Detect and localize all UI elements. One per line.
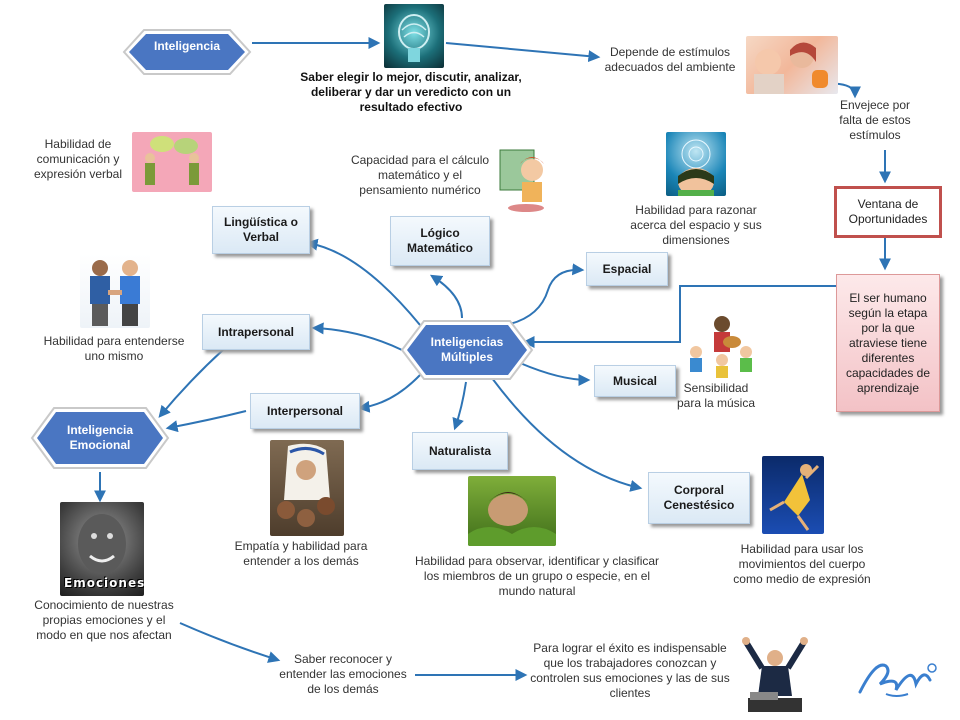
- arrow-intrapersonal-to-emocional: [158, 348, 225, 418]
- calculo-text: Capacidad para el cálculo matemático y e…: [350, 153, 490, 197]
- brain-image: [384, 4, 444, 68]
- node-ventana-oportunidades: Ventana de Oportunidades: [834, 186, 942, 238]
- businessman-image: [738, 636, 812, 718]
- children-music-image: [684, 312, 758, 378]
- hexagon-shape: [400, 320, 534, 380]
- depende-text: Depende de estímulos adecuados del ambie…: [604, 45, 736, 74]
- talking-people-image: [132, 132, 212, 192]
- node-linguistica: Lingüística o Verbal: [212, 206, 310, 254]
- node-intrapersonal: Intrapersonal: [202, 314, 310, 350]
- arrow-to-naturalista: [452, 381, 467, 431]
- node-musical: Musical: [594, 365, 676, 397]
- emociones-face-image: Emociones: [60, 502, 144, 596]
- node-naturalista: Naturalista: [412, 432, 508, 470]
- node-ser-humano: El ser humano según la etapa por la que …: [836, 274, 940, 412]
- inteligencia-label: Inteligencia: [153, 38, 221, 53]
- node-espacial: Espacial: [586, 252, 668, 286]
- comunicacion-text: Habilidad de comunicación y expresión ve…: [33, 137, 123, 181]
- razonar-text: Habilidad para razonar acerca del espaci…: [630, 203, 762, 247]
- arrow-to-intrapersonal: [311, 322, 403, 351]
- exito-text: Para lograr el éxito es indispensable qu…: [530, 641, 730, 700]
- arrow-serhumano-to-multiples: [522, 285, 836, 348]
- node-logico-matematico: Lógico Matemático: [390, 216, 490, 266]
- arrow-to-corporal: [491, 377, 643, 492]
- node-interpersonal: Interpersonal: [250, 393, 360, 429]
- mother-teresa-image: [270, 440, 344, 536]
- conocimiento-text: Conocimiento de nuestras propias emocion…: [34, 598, 174, 642]
- definicion-text: Saber elegir lo mejor, discutir, analiza…: [300, 70, 522, 114]
- arrow-interpersonal-to-emocional: [165, 410, 247, 433]
- dancer-image: [762, 456, 824, 534]
- child-math-image: [496, 146, 548, 214]
- observar-text: Habilidad para observar, identificar y c…: [414, 554, 660, 598]
- emociones-label: Emociones: [64, 576, 144, 590]
- hexagon-shape: [122, 29, 252, 75]
- node-corporal: Corporal Cenestésico: [648, 472, 750, 524]
- entenderse-text: Habilidad para entenderse uno mismo: [43, 334, 185, 363]
- envejece-text: Envejece por falta de estos estímulos: [839, 98, 911, 142]
- arrow-conocimiento-to-reconocer: [179, 622, 281, 663]
- signature-logo: [856, 654, 940, 700]
- arrow-to-linguistica: [305, 238, 421, 326]
- nature-child-image: [468, 476, 556, 546]
- arrow-to-interpersonal: [357, 374, 421, 413]
- spatial-woman-image: [666, 132, 726, 196]
- arrow-to-logico: [429, 274, 463, 319]
- hexagon-shape: [30, 407, 170, 469]
- arrow-to-musical: [519, 362, 591, 386]
- arrow-to-espacial: [509, 263, 585, 325]
- arrow-brain-to-depende: [445, 42, 601, 63]
- mother-baby-image: [746, 36, 838, 94]
- sensibilidad-text: Sensibilidad para la música: [676, 381, 756, 410]
- empatia-text: Empatía y habilidad para entender a los …: [234, 539, 368, 568]
- handshake-image: [80, 254, 150, 328]
- node-inteligencia: Inteligencia: [122, 26, 252, 78]
- movimientos-text: Habilidad para usar los movimientos del …: [733, 542, 871, 586]
- reconocer-text: Saber reconocer y entender las emociones…: [279, 652, 407, 696]
